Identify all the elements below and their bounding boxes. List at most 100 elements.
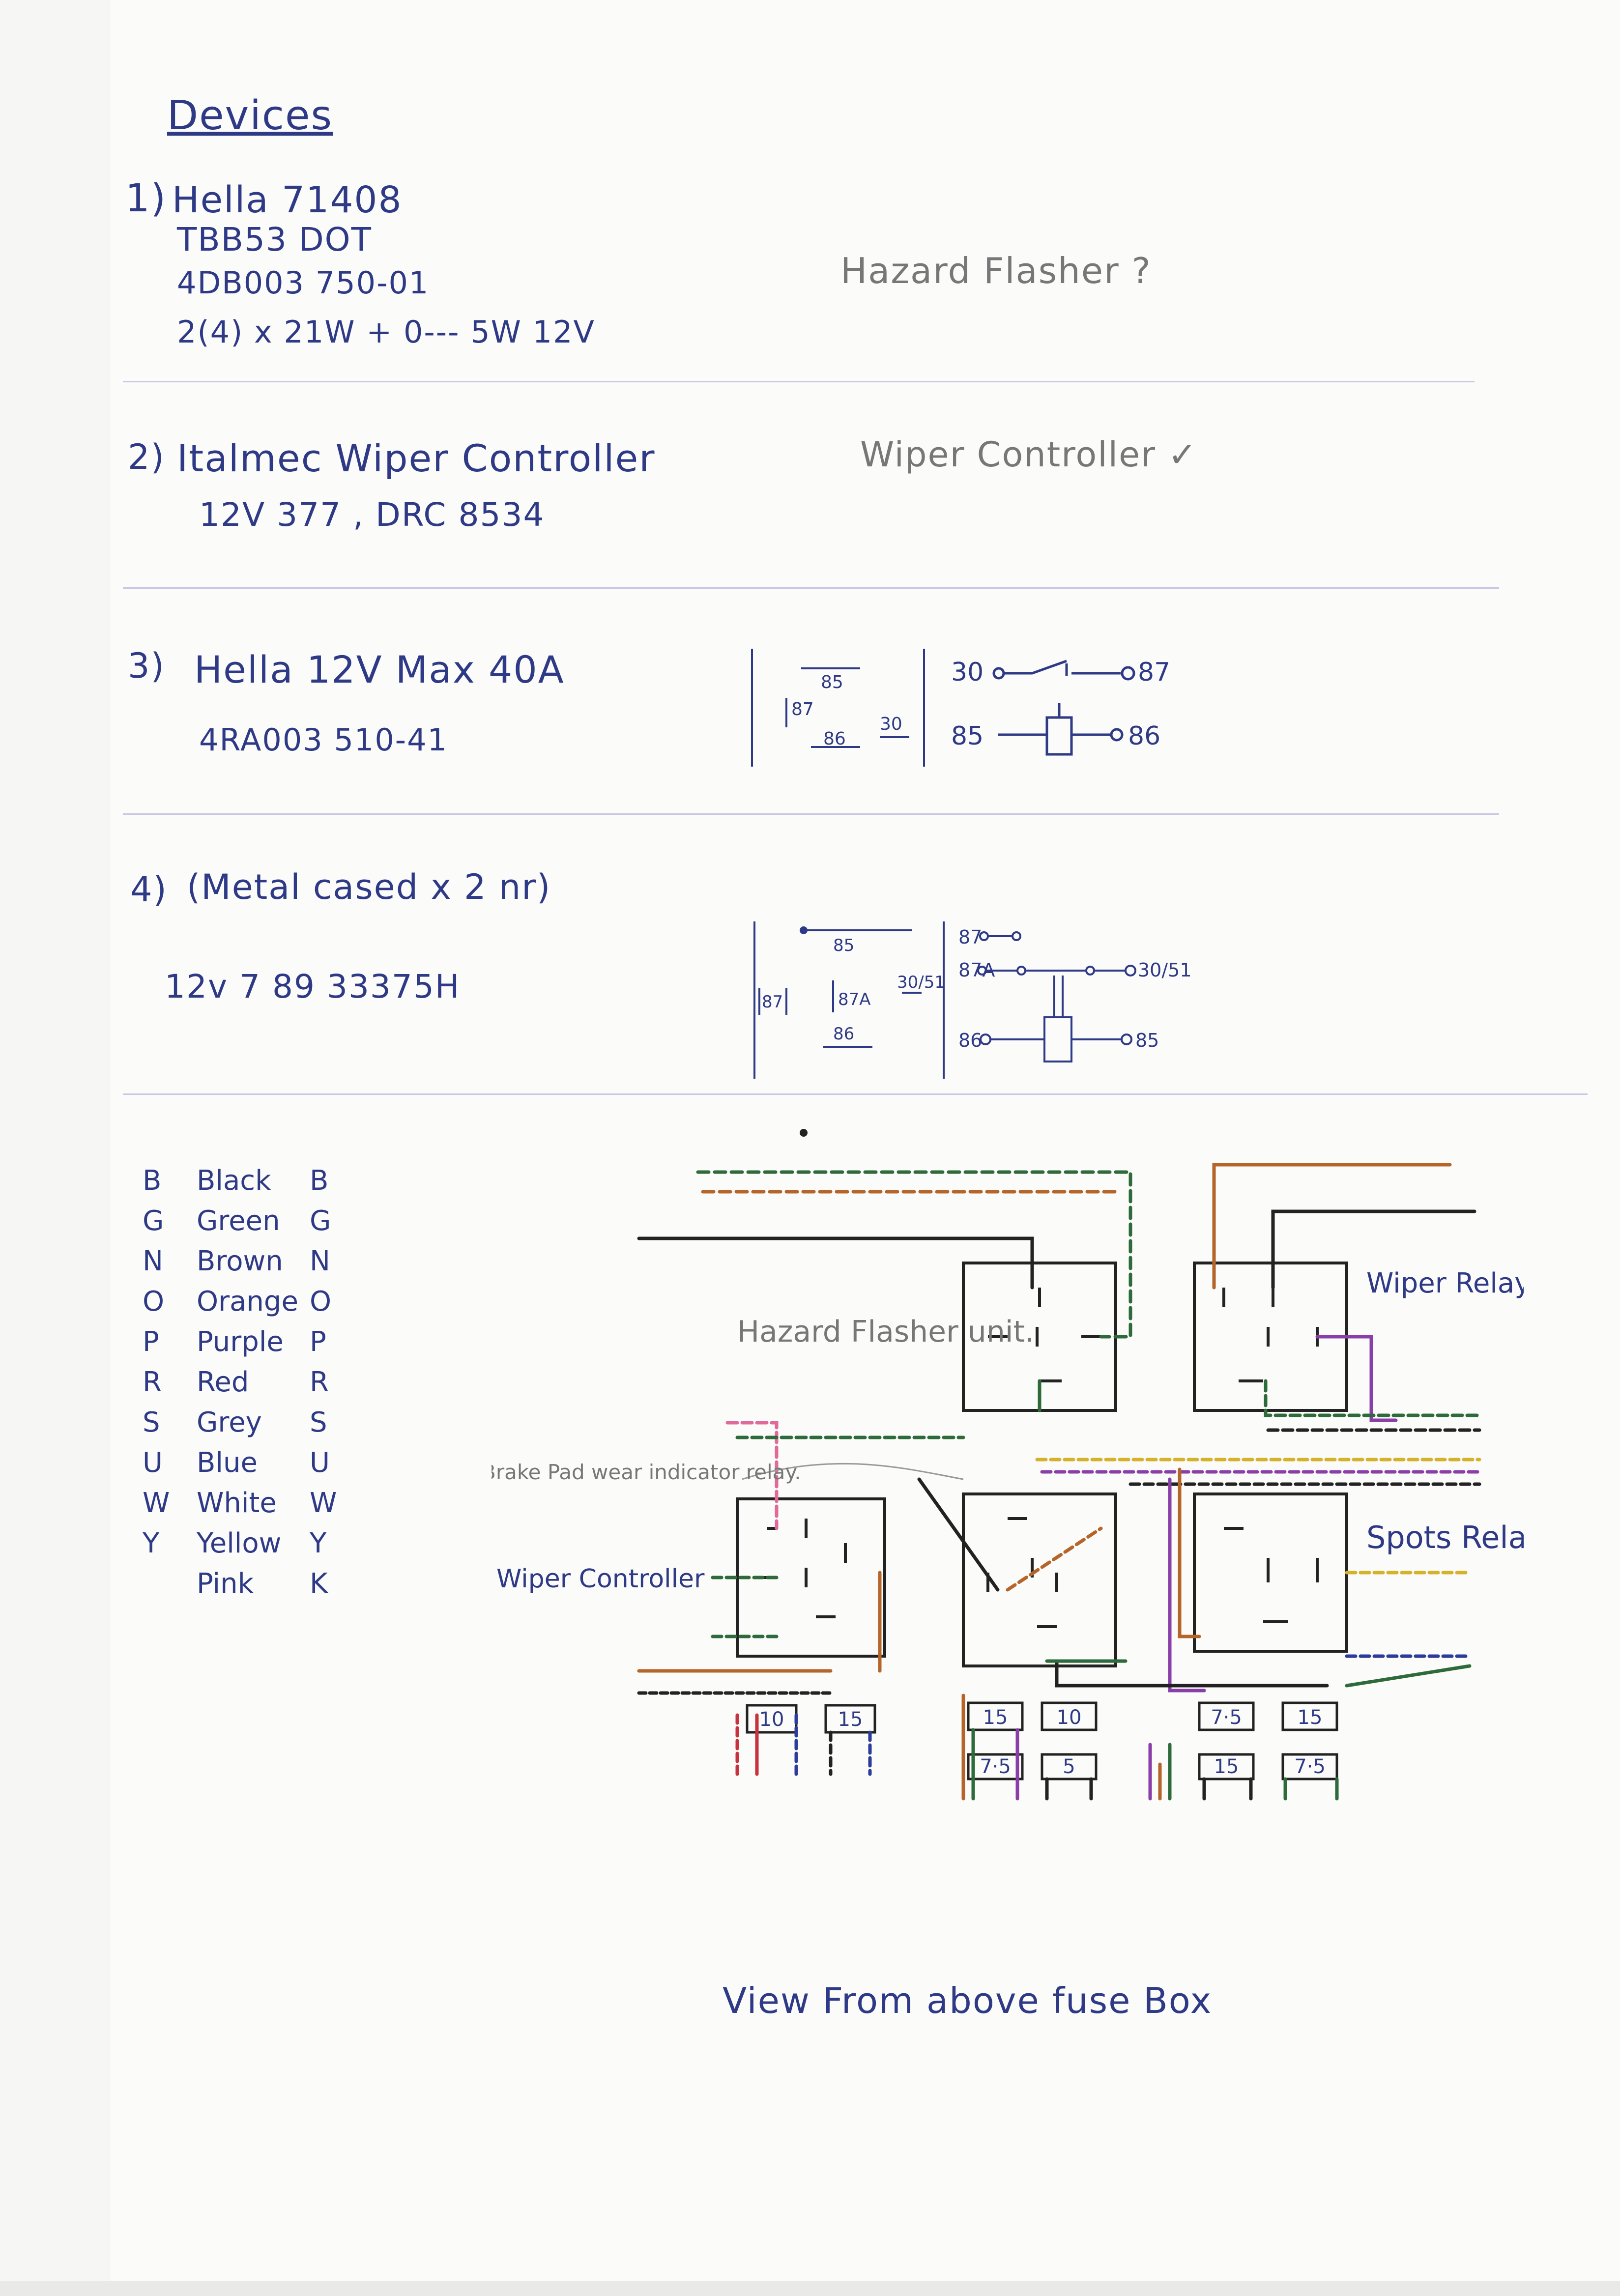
- divider-1: [123, 381, 1475, 382]
- device-4-pin-87a: 87A: [838, 990, 871, 1009]
- device-3-sch-87: 87: [1138, 658, 1170, 687]
- legend-code: U: [143, 1447, 163, 1479]
- device-3-pin-87: 87: [791, 699, 814, 719]
- device-4-number: 4): [130, 869, 168, 910]
- fuse-5-rating: 7·5: [1211, 1706, 1242, 1729]
- device-1-line-1: Hella 71408: [172, 179, 403, 221]
- wiper-controller-box: [736, 1497, 886, 1658]
- legend-code-right: R: [310, 1366, 329, 1398]
- legend-colour-name: Purple: [197, 1326, 284, 1358]
- legend-code: W: [143, 1487, 170, 1519]
- legend-code-right: W: [310, 1487, 337, 1519]
- fuse-2-rating: 15: [838, 1708, 863, 1731]
- legend-code: G: [143, 1205, 164, 1237]
- legend-code-right: B: [310, 1165, 329, 1197]
- device-2-number: 2): [128, 437, 165, 477]
- device-3-line-2: 4RA003 510-41: [199, 722, 448, 758]
- page-title: Devices: [167, 92, 333, 139]
- legend-colour-name: White: [197, 1487, 277, 1519]
- fuse-box-wiring-diagram: 10 15 15 10 7·5 15 7·5 5 15 7·5: [492, 1129, 1524, 1801]
- device-4-sch-30-51: 30/51: [1138, 959, 1192, 981]
- device-1-line-3: 4DB003 750-01: [177, 265, 430, 301]
- legend-code: N: [143, 1245, 163, 1277]
- device-2-note: Wiper Controller ✓: [860, 434, 1198, 475]
- legend-code-right: S: [310, 1406, 327, 1438]
- device-4-pin-87: 87: [762, 992, 783, 1012]
- legend-colour-name: Brown: [197, 1245, 283, 1277]
- device-1-line-4: 2(4) x 21W + 0--- 5W 12V: [177, 314, 595, 350]
- device-4-sch-87: 87: [958, 926, 982, 948]
- legend-row: P Purple P: [143, 1326, 359, 1366]
- device-4-line-1: (Metal cased x 2 nr): [187, 867, 551, 907]
- legend-code-right: O: [310, 1286, 332, 1318]
- legend-row: R Red R: [143, 1366, 359, 1406]
- legend-colour-name: Black: [197, 1165, 271, 1197]
- legend-code-right: U: [310, 1447, 330, 1479]
- legend-row: U Blue U: [143, 1447, 359, 1487]
- legend-row: O Orange O: [143, 1286, 359, 1326]
- spots-relay-box: [1193, 1492, 1348, 1653]
- divider-2: [123, 587, 1499, 589]
- divider-4: [123, 1093, 1588, 1095]
- device-2-line-1: Italmec Wiper Controller: [177, 436, 656, 480]
- device-4-line-2: 12v 7 89 33375H: [165, 968, 461, 1005]
- fuse-3-rating: 15: [983, 1706, 1008, 1729]
- legend-colour-name: Orange: [197, 1286, 298, 1318]
- device-4-sch-85: 85: [1135, 1030, 1159, 1051]
- legend-colour-name: Yellow: [197, 1527, 282, 1559]
- device-4-sch-86: 86: [958, 1030, 982, 1051]
- hazard-flasher-label: Hazard Flasher unit.: [737, 1315, 1034, 1349]
- legend-colour-name: Pink: [197, 1568, 254, 1600]
- legend-row: B Black B: [143, 1165, 359, 1205]
- device-4-pin-layout: 85 87 87A 30/51 86: [753, 921, 945, 1079]
- device-1-line-2: TBB53 DOT: [177, 221, 372, 258]
- device-4-sch-87a: 87A: [958, 959, 995, 981]
- legend-code: R: [143, 1366, 162, 1398]
- legend-code: S: [143, 1406, 160, 1438]
- scan-edge-bottom: [0, 2281, 1620, 2296]
- device-3-sch-30: 30: [951, 658, 984, 687]
- fuse-10-rating: 7·5: [1294, 1755, 1326, 1778]
- device-4-pin-85: 85: [833, 936, 854, 955]
- legend-code: B: [143, 1165, 162, 1197]
- device-3-pin-86: 86: [823, 729, 846, 749]
- fuse-8-rating: 5: [1063, 1755, 1075, 1778]
- wiper-controller-label: Wiper Controller: [496, 1564, 705, 1594]
- fuse-6-rating: 15: [1298, 1706, 1323, 1729]
- legend-code-right: N: [310, 1245, 330, 1277]
- legend-colour-name: Red: [197, 1366, 249, 1398]
- device-3-sch-86: 86: [1128, 721, 1160, 751]
- fuse-7-rating: 7·5: [980, 1755, 1011, 1778]
- fuse-1-rating: 10: [759, 1708, 784, 1731]
- legend-code: Y: [143, 1527, 160, 1559]
- device-4-schematic: 87 87A 30/51 86 85: [958, 926, 1192, 1062]
- wiper-relay-label: Wiper Relay: [1366, 1267, 1524, 1299]
- legend-code: P: [143, 1326, 159, 1358]
- device-3-schematic: 30 87 85 86: [951, 658, 1170, 756]
- device-3-pin-30: 30: [880, 714, 902, 734]
- legend-row: W White W: [143, 1487, 359, 1527]
- device-3-line-1: Hella 12V Max 40A: [194, 648, 565, 691]
- fuse-4-rating: 10: [1057, 1706, 1082, 1729]
- legend-row: Y Yellow Y: [143, 1527, 359, 1568]
- legend-code-right: K: [310, 1568, 328, 1600]
- legend-code-right: P: [310, 1326, 326, 1358]
- device-4-pin-86: 86: [833, 1024, 854, 1044]
- legend-row: N Brown N: [143, 1245, 359, 1286]
- device-3-number: 3): [128, 646, 165, 686]
- legend-code: O: [143, 1286, 165, 1318]
- legend-code-right: Y: [310, 1527, 327, 1559]
- device-1-note: Hazard Flasher ?: [840, 250, 1152, 291]
- brake-pad-relay-box: [962, 1492, 1117, 1667]
- device-2-line-2: 12V 377 , DRC 8534: [199, 496, 545, 534]
- legend-colour-name: Blue: [197, 1447, 258, 1479]
- fuse-9-rating: 15: [1214, 1755, 1239, 1778]
- device-3-sch-85: 85: [951, 721, 984, 751]
- brake-pad-label: Brake Pad wear indicator relay.: [492, 1460, 801, 1484]
- legend-row: Pink K: [143, 1568, 359, 1608]
- divider-3: [123, 813, 1499, 815]
- device-1-number: 1): [125, 176, 167, 221]
